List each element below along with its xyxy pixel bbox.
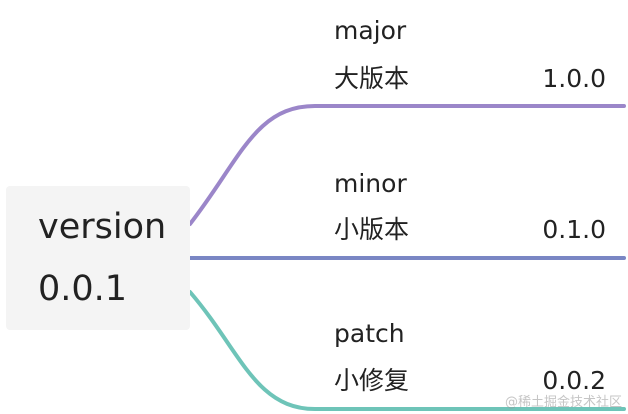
watermark: @稀土掘金技术社区: [504, 395, 622, 410]
branch-patch-name: patch: [334, 319, 405, 348]
root-node-title: version: [38, 207, 167, 247]
branch-patch-subtitle: 小修复: [334, 366, 410, 395]
root-node-version: 0.0.1: [38, 269, 128, 309]
root-node: [6, 186, 190, 330]
branch-minor-version: 0.1.0: [542, 215, 606, 244]
branch-minor-subtitle: 小版本: [334, 215, 410, 244]
branch-patch-version: 0.0.2: [542, 366, 606, 395]
branch-major-version: 1.0.0: [542, 64, 606, 93]
connector-major: [188, 104, 626, 226]
connector-patch: [188, 290, 626, 411]
branch-major-name: major: [334, 16, 407, 45]
branch-major-subtitle: 大版本: [334, 64, 410, 93]
branch-minor-name: minor: [334, 169, 407, 198]
